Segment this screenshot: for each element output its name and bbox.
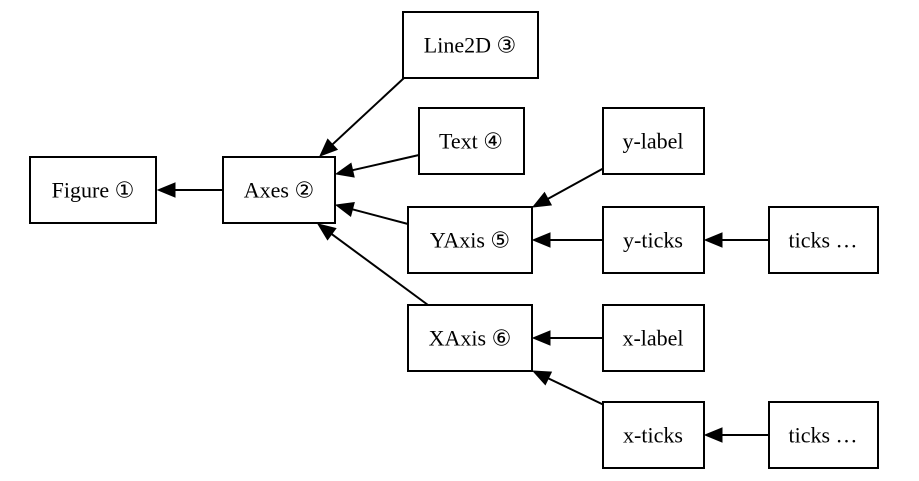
edge-line	[352, 154, 420, 172]
node-yticks-more-label: ticks …	[788, 228, 857, 253]
edge-line	[352, 208, 409, 225]
arrowhead	[316, 223, 337, 241]
nodes-layer: Figure ① Axes ② Line2D ③ Text ④ YAxis ⑤ …	[29, 11, 879, 469]
node-text: Text ④	[418, 107, 525, 175]
arrowhead	[334, 201, 355, 217]
node-text-label: Text ④	[439, 129, 503, 154]
edge-xlabel-to-xaxis	[531, 330, 603, 346]
edge-line	[331, 77, 405, 146]
edges-layer	[156, 77, 769, 443]
edge-xticks-more-to-xticks	[703, 427, 769, 443]
arrowhead	[531, 330, 551, 346]
arrowhead	[531, 232, 551, 248]
edge-yaxis-to-axes	[334, 201, 409, 225]
arrowhead	[334, 162, 355, 178]
edge-line	[547, 377, 605, 406]
node-xlabel-label: x-label	[622, 326, 683, 351]
edge-ylabel-to-yaxis	[531, 167, 605, 208]
edge-text-to-axes	[334, 154, 420, 178]
node-line2d-label: Line2D ③	[424, 33, 516, 58]
node-xticks-label: x-ticks	[623, 423, 683, 448]
edge-xticks-to-xaxis	[531, 370, 605, 406]
edge-xaxis-to-axes	[316, 223, 429, 306]
edge-yticks-more-to-yticks	[703, 232, 769, 248]
edge-axes-to-figure	[156, 182, 223, 198]
edge-yticks-to-yaxis	[531, 232, 603, 248]
node-xlabel: x-label	[602, 304, 705, 372]
arrowhead	[703, 232, 723, 248]
node-yticks-more: ticks …	[768, 206, 879, 274]
node-ylabel: y-label	[602, 107, 705, 175]
node-axes-label: Axes ②	[244, 178, 314, 203]
arrowhead	[156, 182, 176, 198]
arrowhead	[531, 191, 553, 208]
node-figure-label: Figure ①	[52, 178, 135, 203]
node-yticks-label: y-ticks	[623, 228, 683, 253]
node-xticks-more-label: ticks …	[788, 423, 857, 448]
node-figure: Figure ①	[29, 156, 157, 224]
node-yticks: y-ticks	[602, 206, 705, 274]
node-xticks-more: ticks …	[768, 401, 879, 469]
node-xaxis: XAxis ⑥	[407, 304, 533, 372]
node-line2d: Line2D ③	[402, 11, 539, 79]
node-axes: Axes ②	[222, 156, 336, 224]
edge-line2d-to-axes	[319, 77, 405, 157]
edge-line	[547, 167, 605, 200]
arrowhead	[531, 370, 553, 386]
node-yaxis: YAxis ⑤	[407, 206, 533, 274]
arrowhead	[319, 138, 339, 157]
node-xaxis-label: XAxis ⑥	[429, 326, 512, 351]
arrowhead	[703, 427, 723, 443]
node-ylabel-label: y-label	[622, 129, 683, 154]
edge-line	[331, 233, 429, 306]
node-yaxis-label: YAxis ⑤	[430, 228, 510, 253]
node-xticks: x-ticks	[602, 401, 705, 469]
